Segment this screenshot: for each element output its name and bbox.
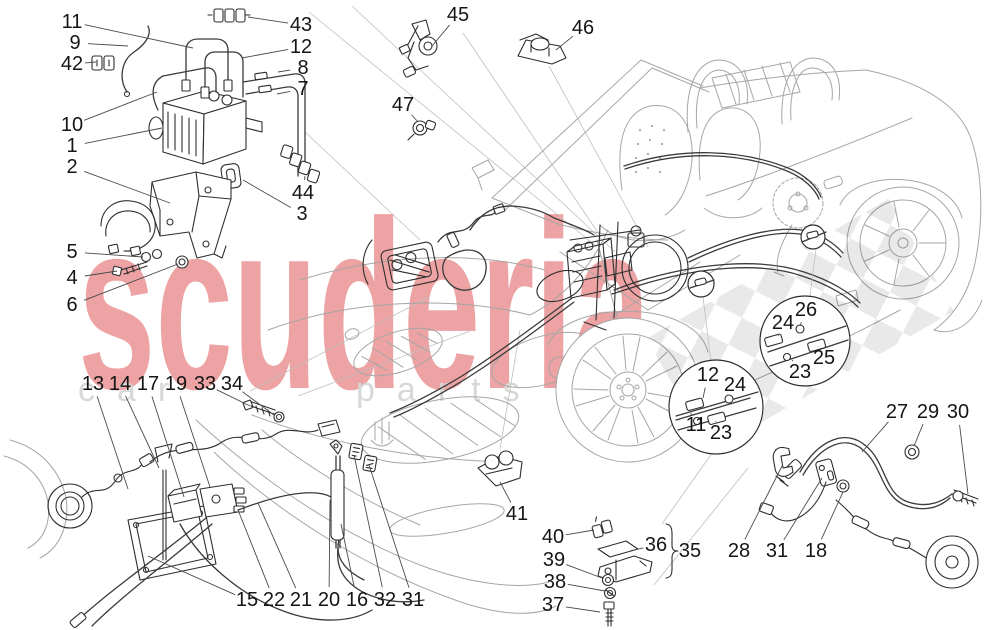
- leader-lines: [83, 16, 969, 613]
- clip-40: [591, 516, 613, 539]
- clip-43: [207, 8, 251, 23]
- leader-21: [257, 502, 297, 589]
- leader-33: [216, 389, 251, 407]
- brake-pipes: [389, 152, 861, 418]
- leader-15: [147, 555, 236, 596]
- pad-36: [597, 540, 639, 558]
- leader-3: [242, 179, 291, 208]
- leader-43: [247, 16, 289, 24]
- watermark-tagline-car: car: [78, 371, 191, 409]
- leader-22: [237, 509, 270, 589]
- clip-44: [280, 144, 321, 184]
- leader-32: [353, 454, 383, 588]
- leader-40: [565, 529, 595, 536]
- leader-34: [242, 391, 275, 416]
- leader-27: [861, 421, 889, 453]
- leader-38: [567, 583, 606, 592]
- leader-39: [566, 564, 603, 579]
- leader-45: [431, 24, 450, 47]
- abs-unit-exploded: [91, 8, 321, 277]
- leader-2: [84, 171, 171, 204]
- leader-7: [276, 91, 291, 95]
- detail-circles: [668, 224, 851, 455]
- leader-31: [368, 464, 410, 588]
- leader-18: [821, 491, 844, 540]
- part-47: [407, 119, 437, 141]
- leader-6: [83, 263, 179, 301]
- valve-group-exploded: [47, 399, 425, 628]
- leader-11: [690, 412, 693, 417]
- leader-17: [151, 396, 185, 498]
- leader-30: [959, 424, 969, 495]
- brace-35: [665, 523, 679, 579]
- leader-13: [96, 396, 129, 490]
- leader-20: [328, 499, 331, 588]
- upper-grille: [353, 327, 443, 377]
- leader-5: [84, 252, 144, 258]
- clamp-band: [100, 200, 156, 252]
- front-wheel-spokes: [573, 335, 682, 444]
- leader-28: [744, 465, 783, 540]
- clip-28: [772, 446, 794, 477]
- seat-perforation: [634, 124, 666, 174]
- leader-4: [84, 270, 118, 277]
- leader-8: [277, 69, 291, 73]
- cable-group-exploded: [758, 436, 979, 589]
- watermark-tagline-parts: parts: [356, 371, 542, 409]
- part-46: [517, 33, 567, 65]
- booster-abs-assembly: [536, 221, 689, 331]
- leader-47: [411, 114, 419, 123]
- leader-19: [179, 396, 211, 488]
- leader-12: [702, 387, 706, 399]
- leader-26: [799, 322, 802, 327]
- leader-1: [84, 127, 163, 144]
- leader-37: [565, 606, 601, 613]
- leader-16: [340, 523, 355, 588]
- leader-46: [555, 35, 574, 51]
- construction-lines: [249, 5, 749, 586]
- leader-9: [87, 43, 129, 47]
- bracket-group-exploded: [477, 450, 679, 627]
- leader-29: [913, 423, 924, 447]
- leader-12: [241, 48, 289, 59]
- leader-41: [499, 481, 512, 503]
- front-caliper-assembly: [380, 241, 439, 291]
- trident-logo: [370, 417, 394, 447]
- leader-31: [783, 477, 823, 541]
- leader-36: [629, 547, 644, 552]
- leader-14: [125, 395, 160, 469]
- leader-11: [84, 24, 194, 49]
- part-45: [398, 19, 438, 78]
- leader-42: [84, 61, 97, 64]
- leader-10: [83, 91, 158, 121]
- clip-42: [91, 55, 115, 71]
- leader-23: [791, 359, 794, 362]
